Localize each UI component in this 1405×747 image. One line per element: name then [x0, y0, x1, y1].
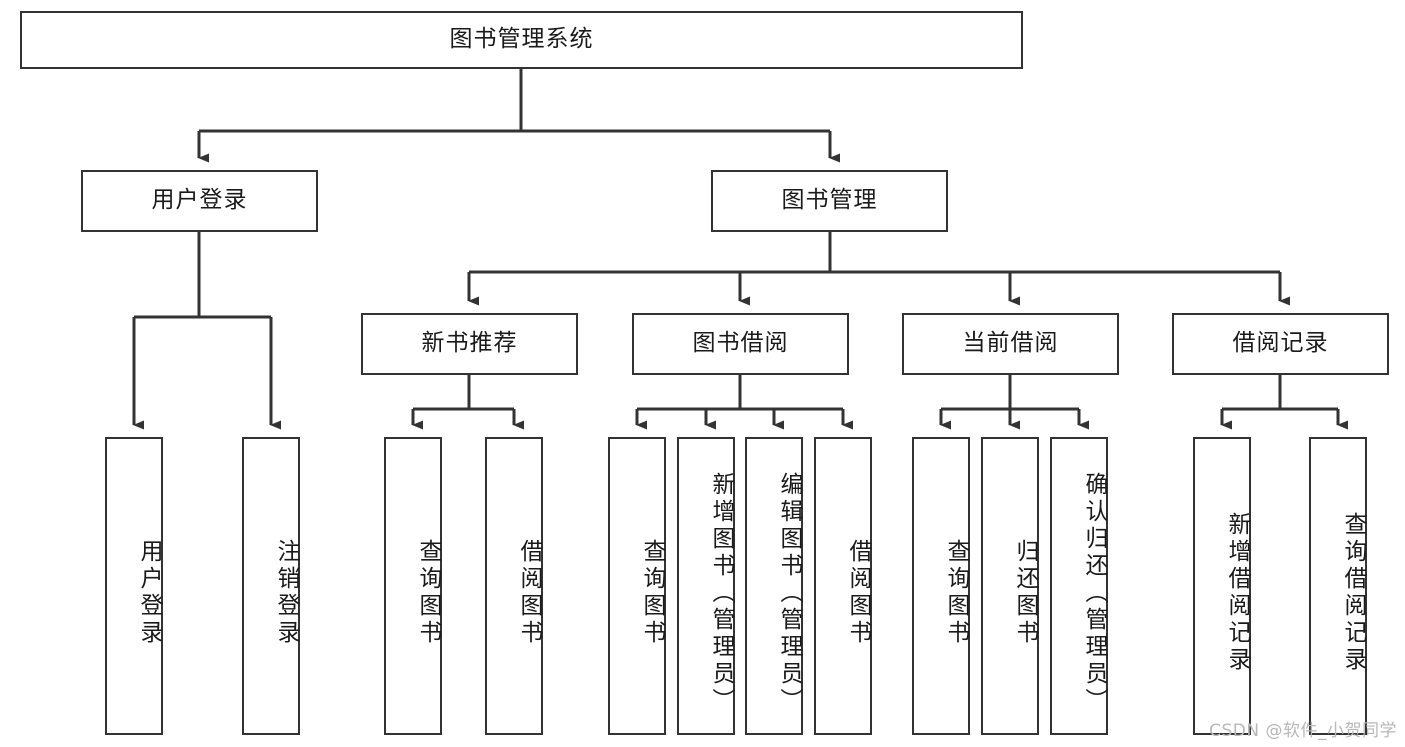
leaf-current-borrow-query-books[interactable]: 查询图书: [912, 437, 970, 735]
node-label: 借阅图书: [516, 539, 542, 647]
node-label: 查询图书: [943, 539, 969, 647]
node-label: 图书管理: [781, 187, 878, 214]
node-label: 图书借阅: [692, 330, 789, 357]
leaf-book-borrow-borrow-books[interactable]: 借阅图书: [814, 437, 872, 735]
node-book-management[interactable]: 图书管理: [711, 170, 948, 232]
node-new-book-recommend[interactable]: 新书推荐: [361, 313, 578, 375]
node-borrow-record[interactable]: 借阅记录: [1172, 313, 1389, 375]
leaf-user-login-signout[interactable]: 注销登录: [242, 437, 300, 735]
watermark-text: CSDN @软件_小贺同学: [1209, 721, 1397, 741]
node-root-book-management-system[interactable]: 图书管理系统: [20, 11, 1023, 69]
leaf-new-book-borrow-books[interactable]: 借阅图书: [485, 437, 543, 735]
node-user-login[interactable]: 用户登录: [81, 170, 318, 232]
node-label: 借阅记录: [1232, 330, 1329, 357]
node-label: 编辑图书（管理员）: [776, 471, 802, 715]
node-book-borrow[interactable]: 图书借阅: [632, 313, 849, 375]
node-label: 用户登录: [151, 187, 248, 214]
node-label: 确认归还（管理员）: [1081, 471, 1107, 715]
node-label: 注销登录: [273, 539, 299, 647]
leaf-borrow-record-add-record[interactable]: 新增借阅记录: [1193, 437, 1251, 735]
node-label: 新书推荐: [421, 330, 518, 357]
node-label: 当前借阅: [962, 330, 1059, 357]
node-label: 查询借阅记录: [1340, 512, 1366, 674]
leaf-book-borrow-add-book-admin[interactable]: 新增图书（管理员）: [677, 437, 735, 735]
node-label: 新增图书（管理员）: [708, 471, 734, 715]
leaf-user-login-signin[interactable]: 用户登录: [105, 437, 163, 735]
node-label: 用户登录: [136, 539, 162, 647]
node-label: 查询图书: [415, 539, 441, 647]
node-label: 借阅图书: [845, 539, 871, 647]
node-label: 图书管理系统: [449, 26, 594, 53]
node-current-borrow[interactable]: 当前借阅: [902, 313, 1119, 375]
node-label: 归还图书: [1012, 539, 1038, 647]
leaf-new-book-query-books[interactable]: 查询图书: [384, 437, 442, 735]
leaf-borrow-record-query-record[interactable]: 查询借阅记录: [1309, 437, 1367, 735]
node-label: 查询图书: [639, 539, 665, 647]
node-label: 新增借阅记录: [1224, 512, 1250, 674]
leaf-current-borrow-confirm-return-admin[interactable]: 确认归还（管理员）: [1050, 437, 1108, 735]
leaf-current-borrow-return-books[interactable]: 归还图书: [981, 437, 1039, 735]
leaf-book-borrow-query-books[interactable]: 查询图书: [608, 437, 666, 735]
leaf-book-borrow-edit-book-admin[interactable]: 编辑图书（管理员）: [745, 437, 803, 735]
